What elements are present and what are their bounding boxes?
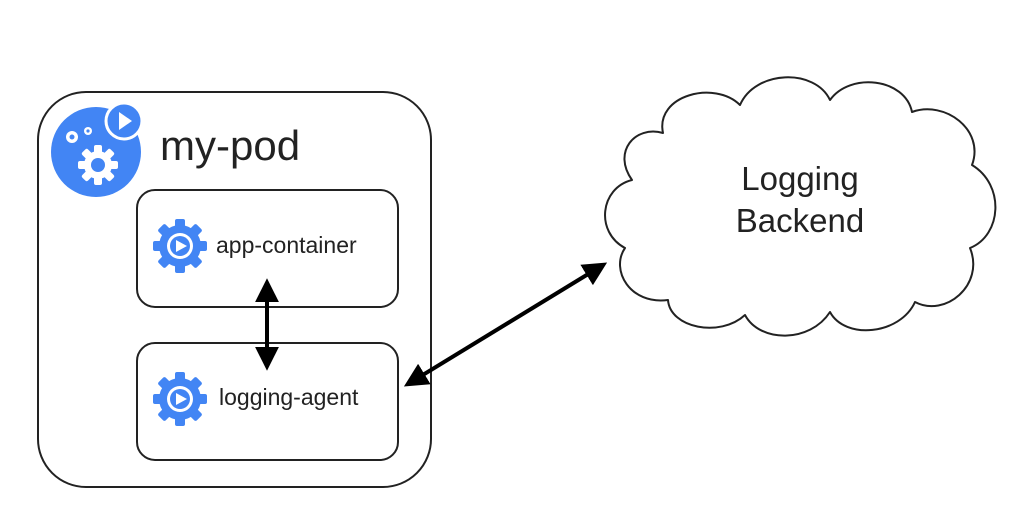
app-container-gear-icon bbox=[153, 219, 207, 273]
agent-to-backend-arrow bbox=[403, 262, 608, 387]
logging-agent-gear-icon bbox=[153, 372, 207, 426]
logging-backend-cloud bbox=[604, 76, 997, 337]
logging-backend-label: Logging Backend bbox=[700, 158, 900, 242]
logging-agent-label: logging-agent bbox=[219, 384, 359, 410]
pod-gears-icon bbox=[51, 101, 144, 197]
logging-backend-line1: Logging bbox=[741, 160, 859, 197]
logging-backend-line2: Backend bbox=[735, 202, 865, 239]
app-container-label: app-container bbox=[216, 232, 357, 258]
pod-title: my-pod bbox=[160, 122, 301, 169]
